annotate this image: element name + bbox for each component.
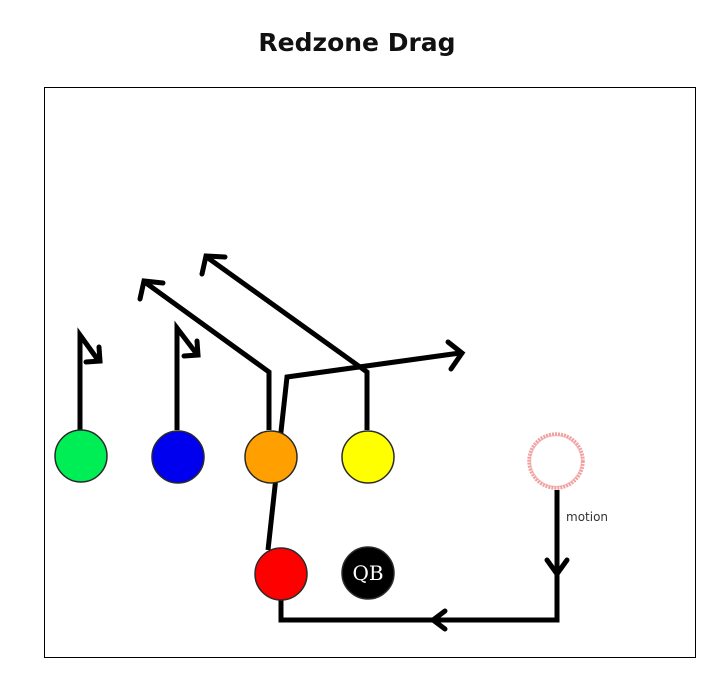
- arrowhead-motion-down: [544, 557, 570, 579]
- arrowhead-red: [445, 339, 466, 372]
- route-yellow: [199, 253, 370, 430]
- player-blue: [151, 430, 205, 484]
- route-motion: [278, 490, 570, 632]
- arrowhead-blue: [181, 338, 201, 359]
- arrowhead-orange: [137, 278, 166, 302]
- player-yellow: [341, 430, 395, 484]
- player-orange: [244, 430, 298, 484]
- motion-label: motion: [566, 510, 608, 524]
- player-motion-start: [527, 432, 585, 490]
- player-red: [254, 547, 308, 601]
- player-green: [54, 429, 108, 483]
- arrowhead-yellow: [199, 253, 228, 277]
- route-orange: [137, 278, 272, 430]
- player-qb: QB: [341, 546, 395, 600]
- play-title: Redzone Drag: [258, 28, 456, 57]
- route-blue: [174, 320, 201, 430]
- arrowhead-green: [83, 344, 103, 365]
- route-red: [265, 339, 466, 551]
- route-green: [77, 327, 103, 430]
- arrowhead-motion-left: [428, 608, 448, 632]
- qb-label: QB: [352, 561, 383, 585]
- field-border: [44, 87, 696, 658]
